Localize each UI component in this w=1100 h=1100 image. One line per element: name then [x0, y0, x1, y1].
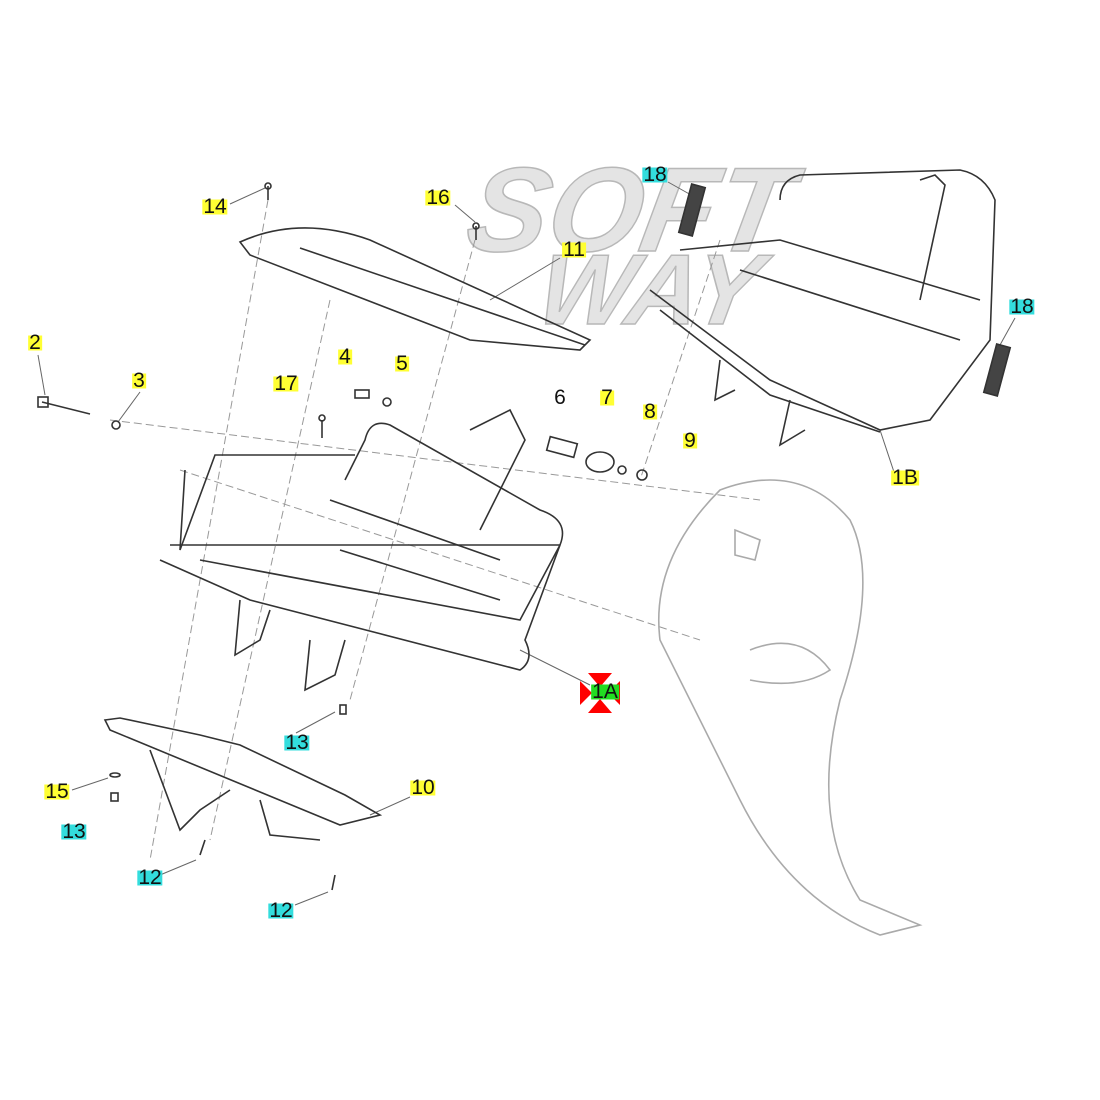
- callout-3[interactable]: 3: [132, 369, 146, 392]
- assembly-lines: [109, 199, 761, 861]
- small-hardware: [37, 389, 648, 891]
- part-1b-rear-rack: [649, 169, 1012, 447]
- callout-2[interactable]: 2: [28, 331, 42, 354]
- callout-9[interactable]: 9: [683, 429, 697, 452]
- callout-8[interactable]: 8: [643, 400, 657, 423]
- callout-12[interactable]: 12: [268, 899, 294, 922]
- callout-13[interactable]: 13: [284, 731, 310, 754]
- part-1a-front-rack: [159, 408, 564, 692]
- callout-7[interactable]: 7: [600, 386, 614, 409]
- callout-14[interactable]: 14: [202, 195, 228, 218]
- part-10-bracket: [103, 717, 383, 841]
- callout-1a[interactable]: 1A: [591, 680, 619, 703]
- callout-13[interactable]: 13: [61, 820, 87, 843]
- callout-18[interactable]: 18: [1009, 295, 1035, 318]
- callout-18[interactable]: 18: [642, 163, 668, 186]
- callout-11[interactable]: 11: [562, 238, 586, 261]
- callout-17[interactable]: 17: [273, 372, 299, 395]
- callout-12[interactable]: 12: [137, 866, 163, 889]
- callout-4[interactable]: 4: [338, 345, 352, 368]
- part-11-tray: [238, 182, 592, 351]
- scooter-leg-shield: [657, 479, 923, 936]
- callout-16[interactable]: 16: [425, 186, 451, 209]
- leader-lines: [37, 181, 1016, 906]
- callout-6[interactable]: 6: [554, 386, 566, 409]
- callout-5[interactable]: 5: [395, 352, 409, 375]
- callout-1b[interactable]: 1B: [891, 466, 919, 489]
- callout-15[interactable]: 15: [44, 780, 70, 803]
- callout-10[interactable]: 10: [410, 776, 436, 799]
